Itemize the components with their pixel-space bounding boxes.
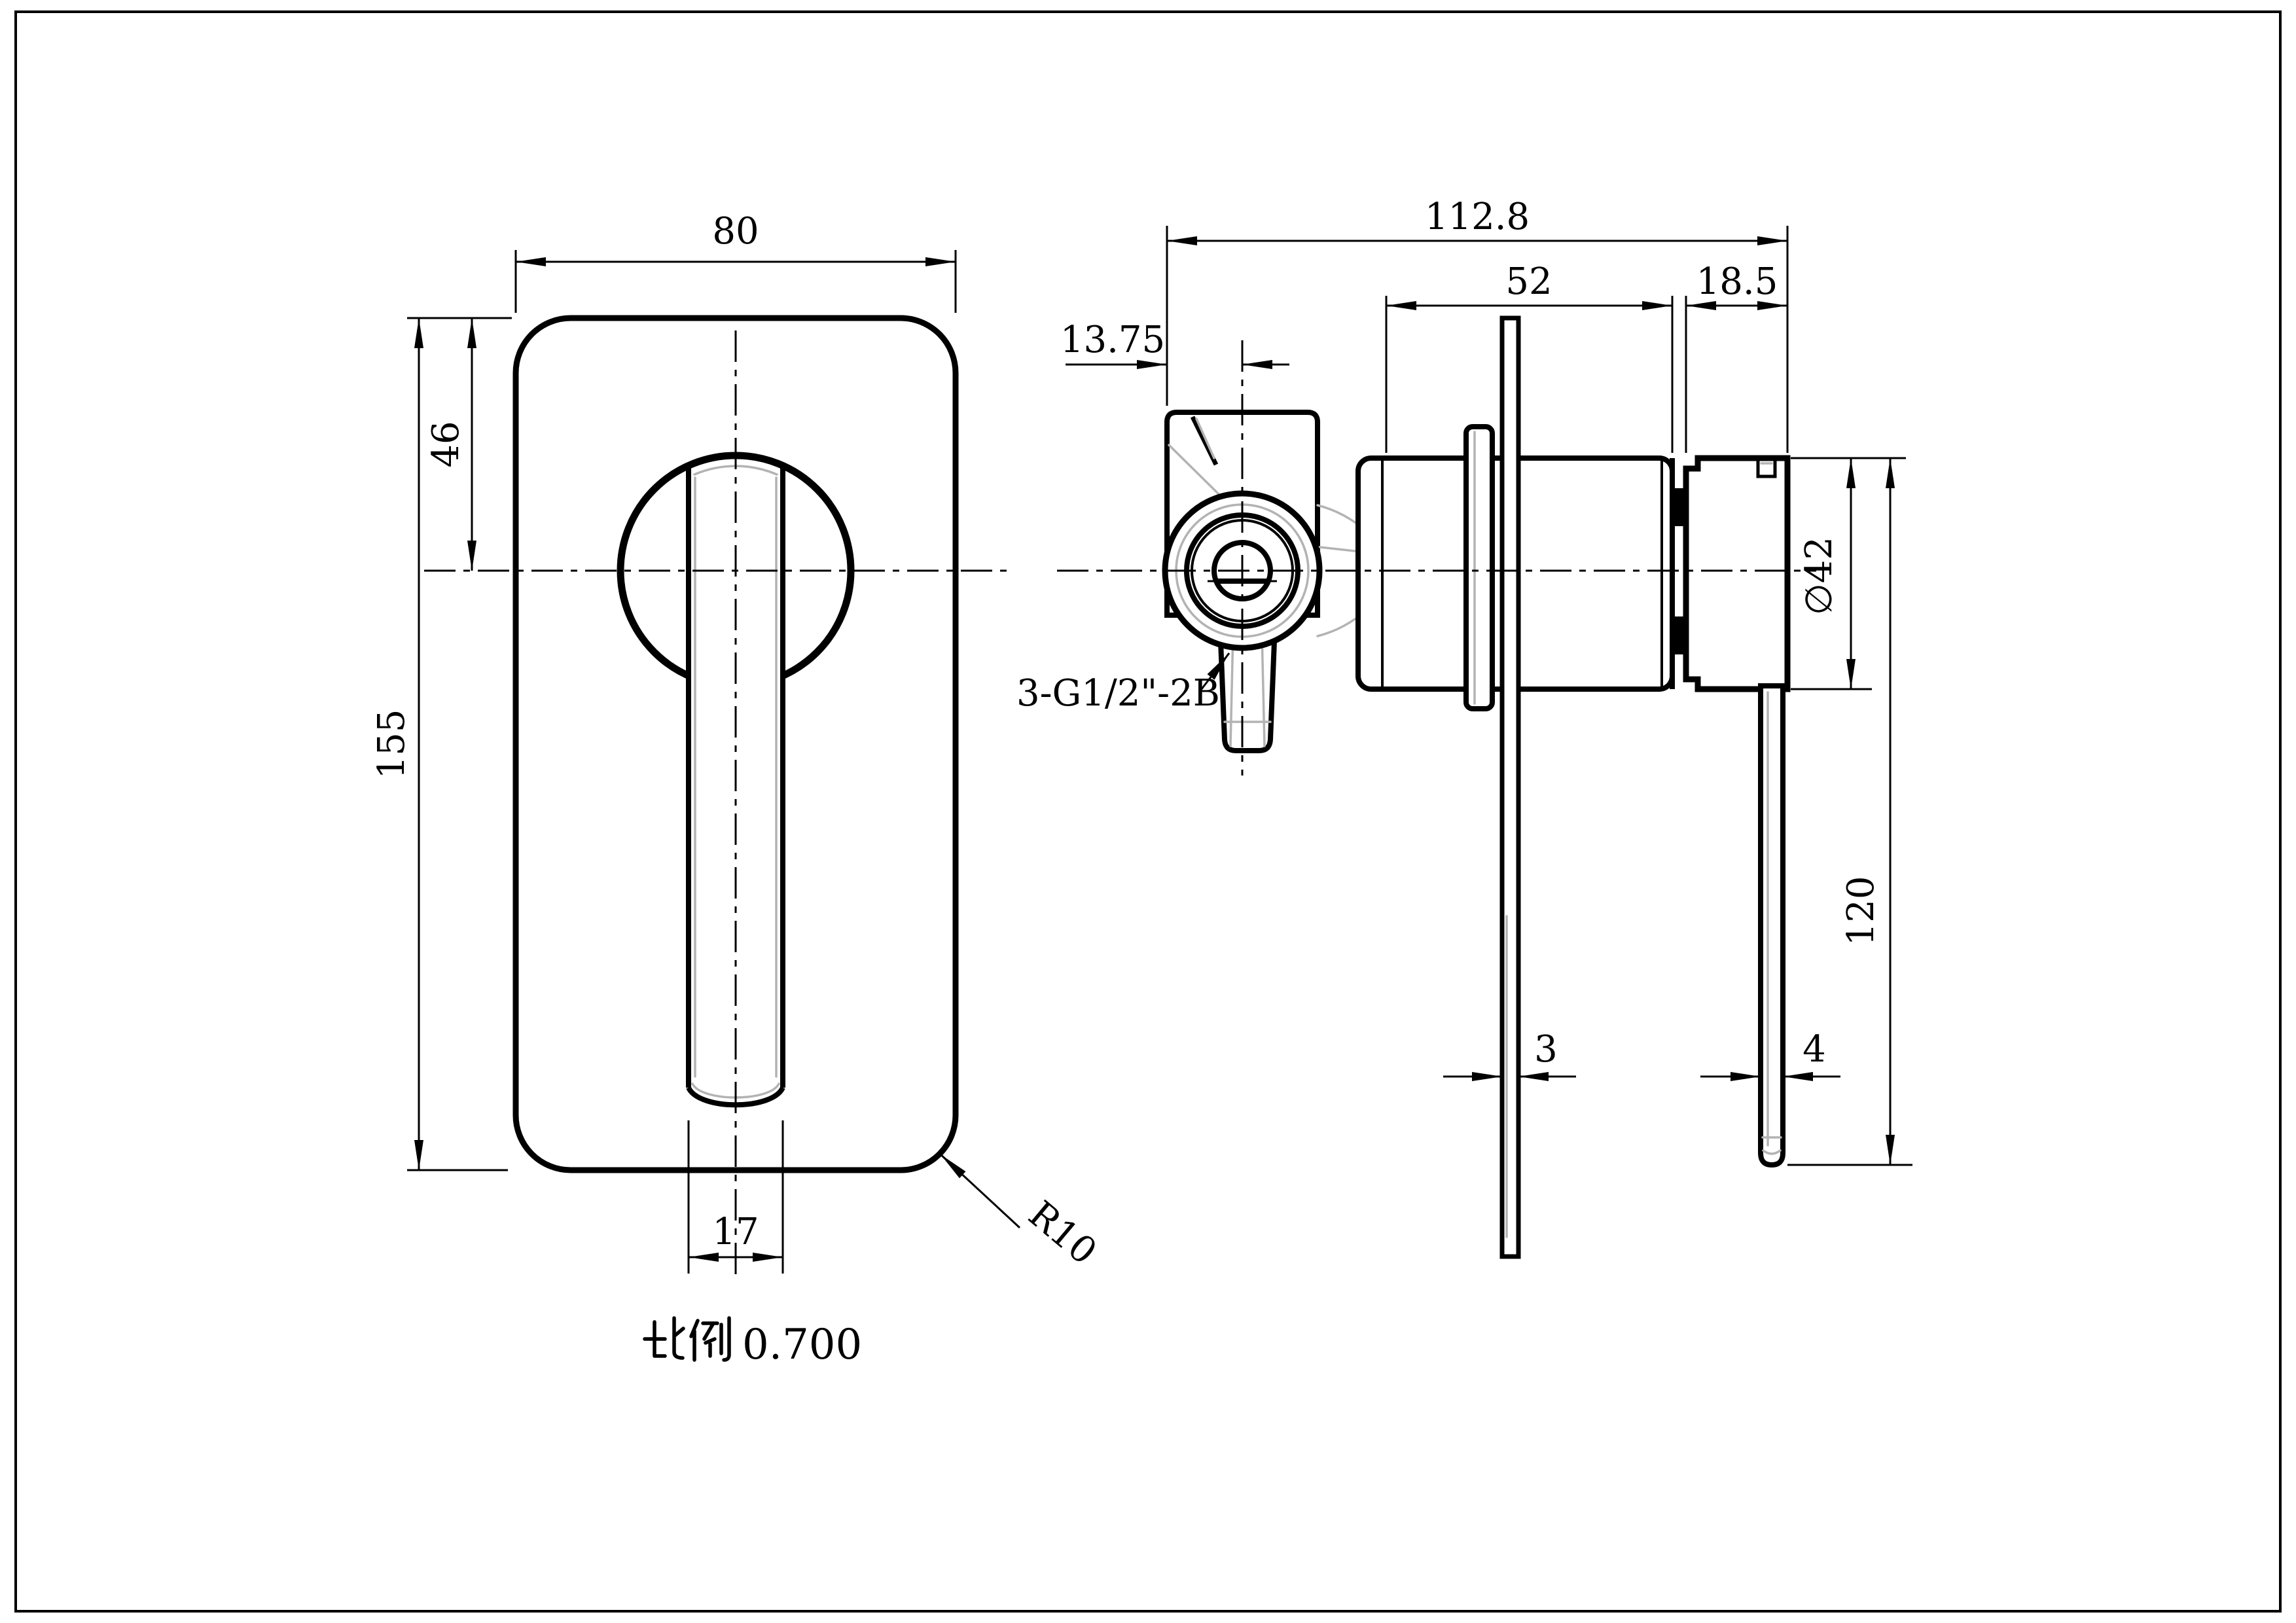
dim-side-cap-diameter: ∅42 <box>1791 457 1906 690</box>
dim-side-cap-diameter-text: ∅42 <box>1798 537 1840 615</box>
dim-front-lever-width: 17 <box>687 1120 784 1274</box>
scale-caption: 0.700 <box>643 1316 862 1369</box>
dim-front-center-offset-text: 46 <box>425 421 467 467</box>
dim-front-corner-radius: R10 <box>939 1153 1105 1274</box>
dim-front-width: 80 <box>514 210 957 313</box>
side-retainer-tab-top <box>1671 488 1683 526</box>
dim-side-plate-thickness: 3 <box>1443 1028 1576 1081</box>
side-handle-cap <box>1683 455 1791 692</box>
dim-side-cap-depth: 18.5 <box>1685 260 1787 453</box>
scale-prefix-cjk-icon <box>643 1316 731 1362</box>
sheet-border <box>14 10 2282 1613</box>
side-view: 112.8 52 18.5 13.75 ∅42 <box>1016 196 1912 1259</box>
dim-front-height: 155 <box>370 318 508 1171</box>
label-side-thread-callout: 3-G1/2"-2B <box>1016 652 1230 715</box>
dim-side-port-offset: 13.75 <box>1060 319 1289 369</box>
dim-front-height-text: 155 <box>370 709 413 779</box>
scale-value-text: 0.700 <box>742 1321 862 1369</box>
dim-side-lever-length-text: 120 <box>1840 876 1882 946</box>
label-side-thread-callout-text: 3-G1/2"-2B <box>1016 672 1220 715</box>
dim-side-overall-depth-text: 112.8 <box>1425 196 1530 238</box>
side-outlet-stub <box>1217 622 1278 753</box>
dim-side-lever-length: 120 <box>1787 458 1912 1166</box>
dim-side-plate-thickness-text: 3 <box>1534 1028 1558 1071</box>
dim-side-sleeve-length-text: 52 <box>1505 260 1552 303</box>
side-wall-plate <box>1499 315 1521 1259</box>
dim-front-center-offset: 46 <box>407 317 512 571</box>
dim-front-corner-radius-text: R10 <box>1020 1193 1105 1274</box>
dim-front-width-text: 80 <box>712 210 759 253</box>
dim-side-overall-depth: 112.8 <box>1166 196 1789 453</box>
dim-side-lever-thickness: 4 <box>1700 1028 1840 1081</box>
dim-side-lever-thickness-text: 4 <box>1803 1028 1826 1071</box>
dim-side-port-offset-text: 13.75 <box>1060 319 1165 361</box>
dim-front-lever-width-text: 17 <box>712 1211 759 1253</box>
dim-side-sleeve-length: 52 <box>1385 260 1674 453</box>
front-view: 80 46 155 17 R10 <box>370 210 1105 1369</box>
dim-side-cap-depth-text: 18.5 <box>1696 260 1778 303</box>
side-mounting-flange <box>1463 424 1495 711</box>
side-retainer-tab-bottom <box>1671 616 1683 654</box>
side-handle-lever <box>1758 683 1785 1168</box>
